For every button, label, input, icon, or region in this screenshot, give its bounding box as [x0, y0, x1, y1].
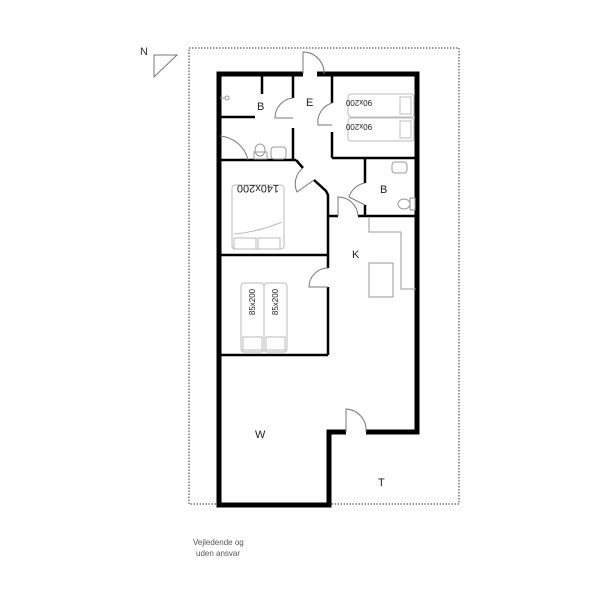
- room-label-kitchen: K: [352, 249, 360, 261]
- north-arrow-icon: [153, 54, 179, 79]
- disclaimer: Vejledende og uden ansvar: [193, 537, 244, 559]
- toilet-icon: [397, 198, 411, 210]
- beds: [231, 93, 415, 353]
- disclaimer-line-1: Vejledende og: [193, 538, 244, 547]
- kitchen-table-icon: [368, 262, 394, 298]
- bed-size-label: 90x200: [345, 98, 372, 107]
- shower-icon: [224, 95, 230, 101]
- bed-icon: [347, 93, 415, 118]
- disclaimer-line-2: uden ansvar: [196, 549, 241, 558]
- bath1-door-icon: [219, 135, 249, 161]
- bed-size-label: 90x200: [345, 122, 372, 131]
- bed-size-label: 140x200: [237, 182, 279, 194]
- doors: [219, 51, 367, 433]
- room-label-bath: B: [380, 184, 387, 196]
- room-label-living: W: [255, 429, 266, 441]
- terrace-door-icon: [345, 408, 367, 433]
- fixtures: [220, 95, 416, 298]
- entry-inner-door-icon: [274, 97, 294, 119]
- toilet-icon: [254, 143, 266, 157]
- room-label-bath: B: [257, 101, 264, 113]
- entry-door-icon: [302, 51, 325, 75]
- exterior-walls: [216, 71, 420, 508]
- bed-size-label: 85x200: [271, 288, 280, 315]
- bed-icon: [347, 117, 415, 142]
- kitchen-counter: [368, 217, 416, 290]
- compass-label: N: [140, 46, 148, 58]
- bedroom-140-door-icon: [294, 167, 315, 193]
- bedroom-top-door-icon: [317, 102, 333, 126]
- interior-walls: [220, 75, 416, 357]
- bath2-door-icon: [348, 182, 366, 206]
- bed-size-label: 85x200: [248, 288, 257, 315]
- room-label-terrace: T: [378, 477, 385, 489]
- sink-icon: [270, 146, 287, 160]
- kitchen-door-icon: [337, 196, 359, 217]
- room-label-entry: E: [306, 97, 313, 109]
- bedroom-85-door-icon: [308, 267, 329, 288]
- bed-icon: [263, 282, 288, 353]
- sink-icon: [391, 161, 408, 174]
